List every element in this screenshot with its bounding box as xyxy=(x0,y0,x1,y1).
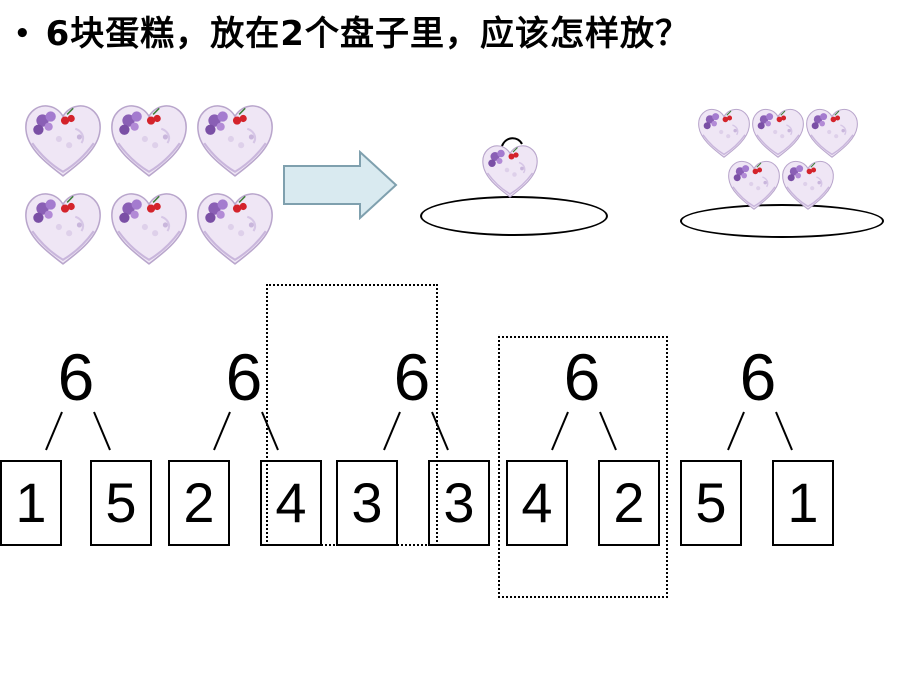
arc-mark xyxy=(501,137,523,147)
right-arrow-icon xyxy=(283,150,398,220)
total-number: 6 xyxy=(393,340,431,414)
part-box-right: 4 xyxy=(260,460,322,546)
plate-icon xyxy=(420,196,608,236)
part-box-left: 5 xyxy=(680,460,742,546)
question-title: • 6块蛋糕，放在2个盘子里，应该怎样放？ xyxy=(14,6,690,55)
part-box-left: 3 xyxy=(336,460,398,546)
total-number: 6 xyxy=(739,340,777,414)
total-number: 6 xyxy=(563,340,601,414)
question-text: 6块蛋糕，放在2个盘子里，应该怎样放？ xyxy=(45,14,690,54)
bullet-marker: • xyxy=(14,19,32,49)
part-box-right: 3 xyxy=(428,460,490,546)
part-box-right: 2 xyxy=(598,460,660,546)
total-number: 6 xyxy=(57,340,95,414)
part-box-left: 1 xyxy=(0,460,62,546)
part-box-left: 4 xyxy=(506,460,568,546)
plate-icon xyxy=(680,204,884,238)
highlight-box-4-2 xyxy=(498,336,668,598)
part-box-right: 5 xyxy=(90,460,152,546)
total-number: 6 xyxy=(225,340,263,414)
part-box-right: 1 xyxy=(772,460,834,546)
part-box-left: 2 xyxy=(168,460,230,546)
